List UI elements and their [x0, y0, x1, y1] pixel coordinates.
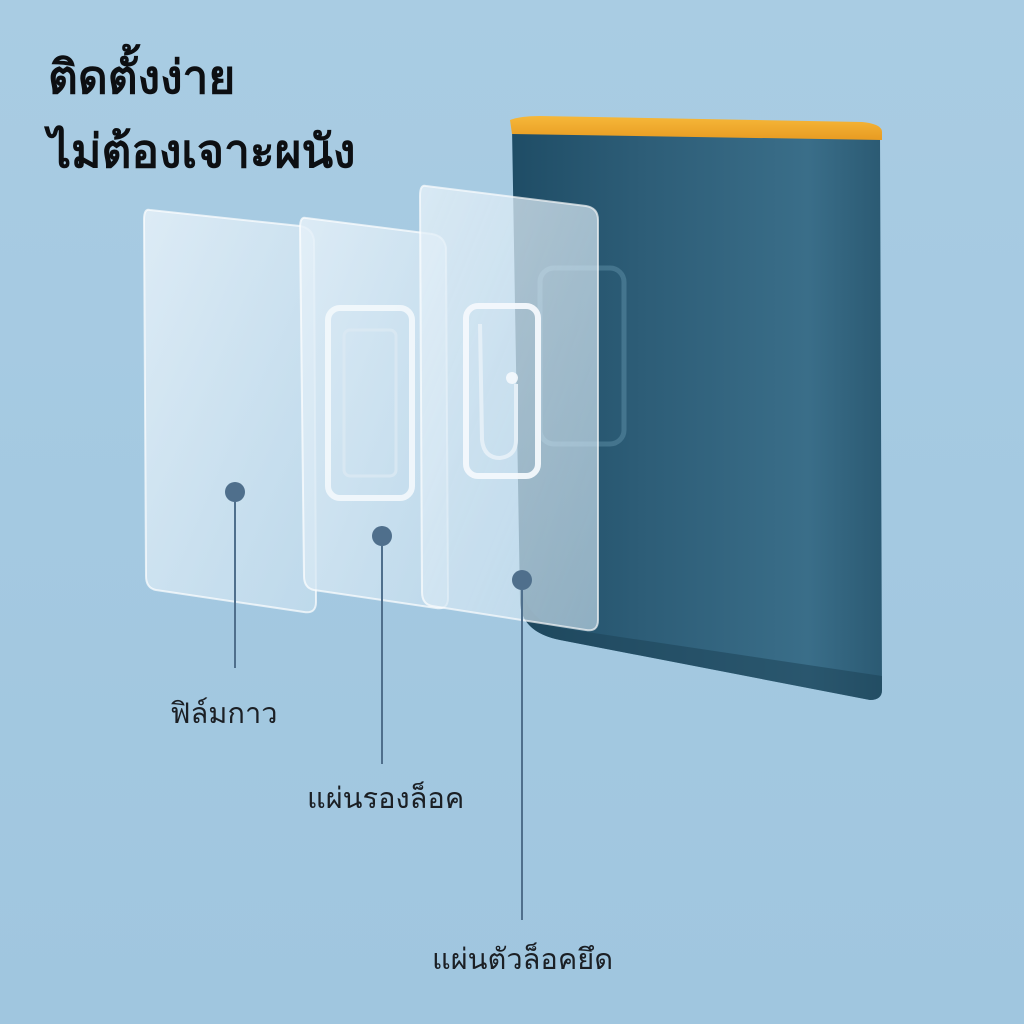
- locking-hook: [478, 323, 518, 461]
- headline-line-1: ติดตั้งง่าย: [48, 50, 236, 104]
- container: [510, 116, 882, 700]
- container-body: [512, 128, 882, 700]
- locking-plate-frame: [463, 303, 541, 479]
- adhesive-film-sheet: [142, 208, 318, 614]
- label-locking-plate: แผ่นตัวล็อคยึด: [432, 942, 614, 976]
- locking-plate-sheet: [418, 184, 599, 632]
- leader-base-plate: [372, 526, 392, 764]
- leader-locking-plate: [512, 570, 532, 920]
- label-base-plate: แผ่นรองล็อค: [307, 781, 465, 815]
- container-shadow: [520, 590, 882, 700]
- headline: ติดตั้งง่าย ไม่ต้องเจาะผนัง: [48, 40, 356, 188]
- label-adhesive-film: ฟิล์มกาว: [170, 696, 278, 730]
- leader-adhesive-film: [225, 482, 245, 668]
- container-lid: [510, 116, 882, 140]
- base-plate-frame: [325, 305, 415, 501]
- headline-line-2: ไม่ต้องเจาะผนัง: [48, 124, 356, 178]
